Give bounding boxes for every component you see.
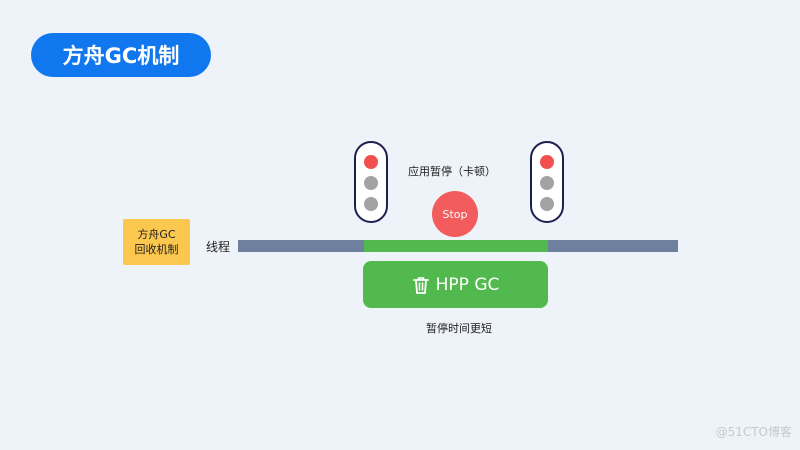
gc-mechanism-tag: 方舟GC 回收机制 (123, 219, 190, 265)
gray-light-icon (364, 176, 378, 190)
hpp-gc-box: HPP GC (363, 261, 548, 308)
thread-bar-before (238, 240, 364, 252)
shorter-pause-label: 暂停时间更短 (426, 322, 492, 335)
tag-line-1: 方舟GC (137, 228, 176, 241)
watermark: @51CTO博客 (715, 425, 792, 439)
thread-bar-after (548, 240, 678, 252)
traffic-light-left (354, 141, 388, 223)
stop-label: Stop (442, 207, 468, 221)
gc-label: HPP GC (435, 274, 500, 295)
gray-light-icon (540, 197, 554, 211)
thread-bar-gc-segment (364, 240, 548, 252)
page-title: 方舟GC机制 (31, 33, 211, 77)
pause-label: 应用暂停（卡顿） (408, 165, 496, 178)
stop-badge: Stop (432, 191, 478, 237)
gray-light-icon (364, 197, 378, 211)
thread-label: 线程 (206, 240, 231, 254)
red-light-icon (540, 155, 554, 169)
gray-light-icon (540, 176, 554, 190)
traffic-light-right (530, 141, 564, 223)
red-light-icon (364, 155, 378, 169)
trash-icon (412, 275, 430, 295)
tag-line-2: 回收机制 (134, 243, 179, 256)
